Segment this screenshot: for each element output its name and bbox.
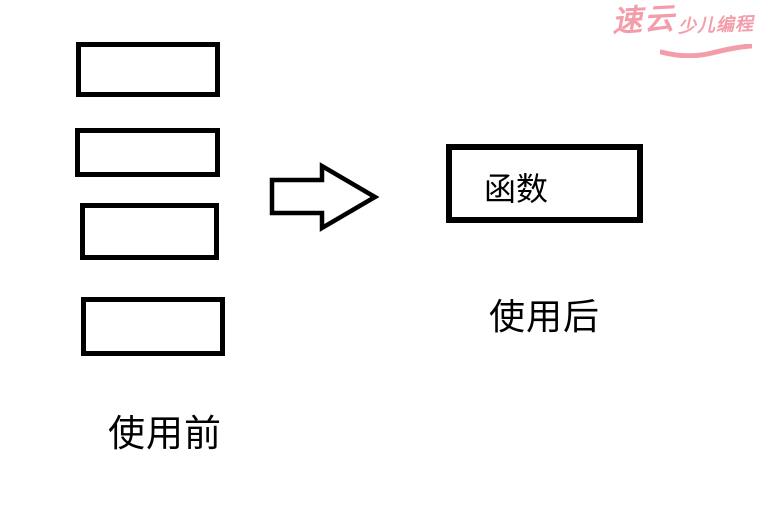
before-box [81,297,225,356]
function-box-label: 函数 [484,170,549,207]
before-box [80,203,219,260]
before-box [76,42,220,97]
before-label: 使用前 [108,413,222,454]
watermark-logo: 速云 少儿编程 [594,2,755,58]
before-box [75,128,220,177]
function-box: 函数 [446,144,643,223]
watermark-brand-main: 速云 [611,2,677,39]
block-arrow-right-icon [268,160,380,234]
watermark-brand-sub: 少儿编程 [677,13,755,37]
watermark-swoosh-icon [660,44,752,58]
after-label: 使用后 [489,296,601,337]
